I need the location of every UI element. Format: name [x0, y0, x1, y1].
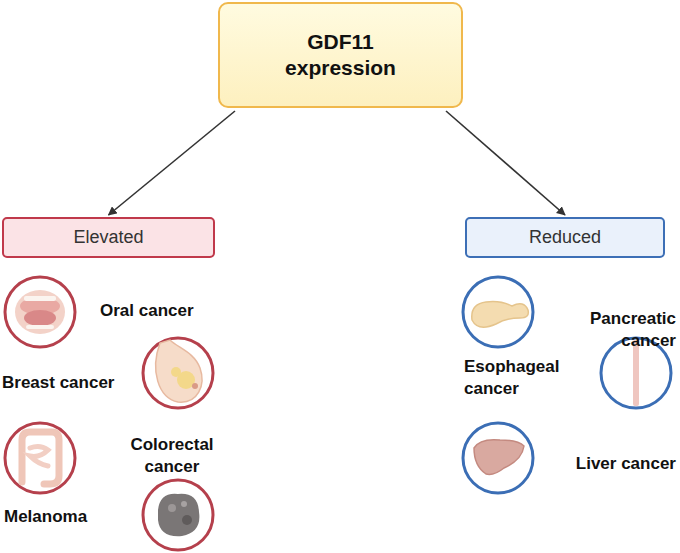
cancer-label: Liver cancer [560, 453, 676, 475]
cancer-label: Colorectal cancer [122, 434, 222, 478]
pancreas-icon [463, 277, 533, 347]
liver-icon [463, 423, 533, 493]
breast-icon [143, 338, 213, 408]
arrow-connector [109, 111, 236, 215]
cancer-label: Melanoma [4, 506, 114, 528]
intestine-icon [5, 423, 75, 493]
node-text: Reduced [529, 226, 601, 249]
cancer-label: Breast cancer [2, 372, 132, 394]
elevated-box: Elevated [2, 217, 215, 258]
reduced-box: Reduced [465, 217, 665, 258]
node-text: GDF11 expression [271, 29, 411, 82]
melanoma-icon [143, 480, 213, 550]
cancer-label: Oral cancer [100, 300, 218, 322]
oral-icon [5, 277, 75, 347]
node-text: Elevated [73, 226, 143, 249]
arrow-connector [446, 111, 565, 215]
cancer-label: Pancreatic cancer [572, 308, 676, 352]
root-box: GDF11 expression [218, 2, 463, 108]
cancer-label: Esophageal cancer [464, 356, 576, 400]
